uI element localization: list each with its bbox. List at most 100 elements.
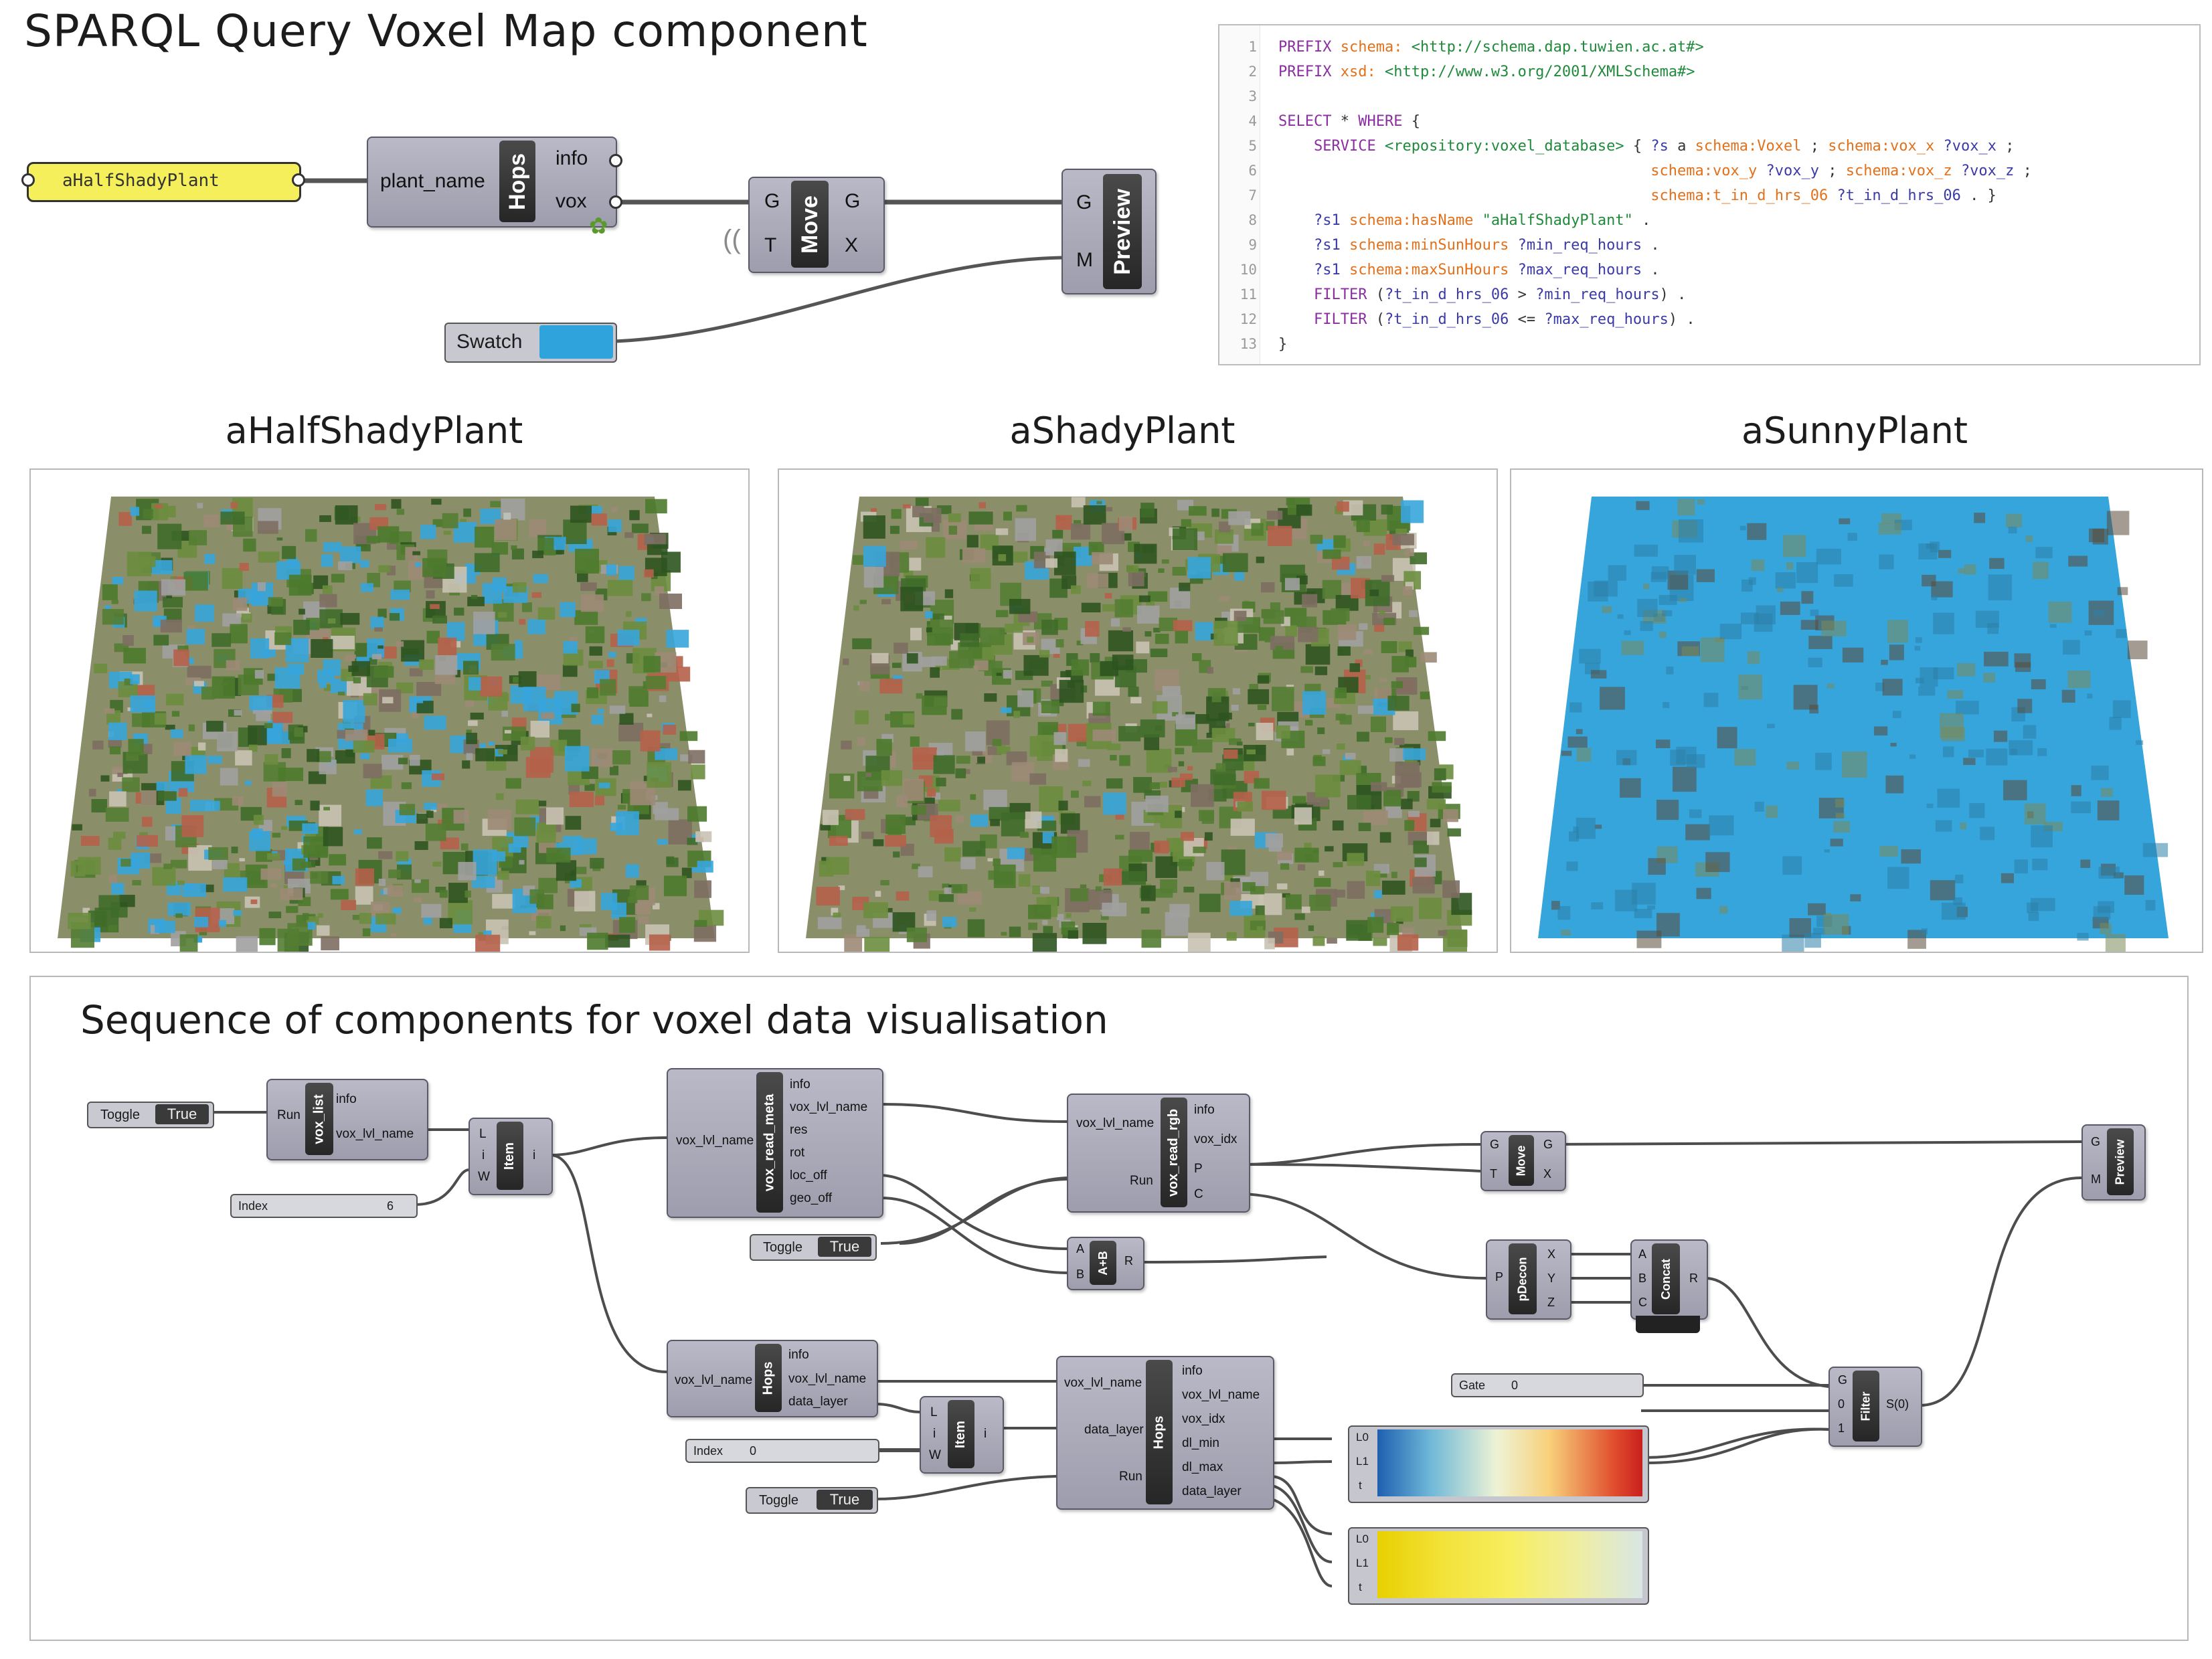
voxel-cluster — [951, 883, 968, 893]
voxel-cluster — [1005, 623, 1023, 633]
toggle-3[interactable]: Toggle True — [746, 1487, 878, 1514]
voxel-cluster — [628, 686, 647, 703]
voxel-cluster — [177, 645, 189, 652]
voxel-cluster — [1076, 640, 1084, 646]
voxel-cluster — [308, 771, 327, 784]
voxel-cluster — [1776, 587, 1784, 592]
voxel-cluster — [569, 792, 594, 808]
voxel-cluster — [826, 857, 849, 875]
toggle-run[interactable]: Toggle True — [87, 1102, 214, 1128]
voxel-cluster — [853, 555, 863, 565]
voxel-cluster — [1567, 736, 1588, 748]
voxel-cluster — [360, 560, 369, 568]
plant-name-panel[interactable]: aHalfShadyPlant — [27, 162, 301, 202]
pdecon-node[interactable]: P pDecon X Y Z — [1486, 1239, 1571, 1320]
voxel-cluster — [885, 713, 898, 721]
index-value: 6 — [387, 1199, 394, 1213]
voxel-cluster — [426, 590, 435, 599]
voxel-cluster — [606, 564, 617, 576]
addition-node[interactable]: A B A+B R — [1067, 1237, 1144, 1290]
gradient-bar-1[interactable] — [1377, 1429, 1642, 1496]
read-meta-out-name: vox_lvl_name — [790, 1100, 868, 1114]
voxel-cluster — [1106, 778, 1123, 789]
voxel-cluster — [317, 925, 330, 936]
voxel-cluster — [514, 817, 536, 837]
voxel-cluster — [649, 934, 671, 951]
panel-output-port[interactable] — [292, 173, 305, 187]
voxel-cluster — [1325, 846, 1334, 852]
voxel-cluster — [942, 916, 957, 928]
voxel-cluster — [211, 676, 236, 699]
gate-slider[interactable]: Gate 0 — [1451, 1373, 1644, 1397]
voxel-cluster — [659, 593, 683, 610]
line-number: 1 — [1248, 39, 1257, 55]
concat-node[interactable]: A B C Concat R — [1630, 1239, 1708, 1320]
toggle-2[interactable]: Toggle True — [750, 1234, 877, 1261]
move-node-seq[interactable]: G T Move G X — [1480, 1131, 1566, 1191]
voxel-cluster — [987, 858, 993, 862]
item-node-2[interactable]: L i W Item i — [920, 1396, 1004, 1474]
panel-input-port[interactable] — [21, 173, 35, 187]
voxel-cluster — [863, 566, 884, 588]
gradient-bar-2[interactable] — [1377, 1531, 1642, 1598]
voxel-cluster — [1292, 796, 1306, 804]
voxel-cluster — [2127, 640, 2148, 660]
voxel-cluster — [2025, 535, 2033, 542]
preview-node-seq[interactable]: G M Preview — [2081, 1124, 2146, 1201]
voxel-cluster — [1947, 690, 1964, 699]
voxel-cluster — [226, 660, 240, 671]
index-slider-2[interactable]: Index 0 — [685, 1439, 879, 1463]
filter-node[interactable]: G 0 1 Filter S(0) — [1828, 1367, 1922, 1447]
voxel-cluster — [175, 913, 183, 918]
voxel-cluster — [91, 798, 108, 813]
preview-node[interactable]: G M Preview — [1061, 169, 1157, 294]
voxel-cluster — [530, 720, 550, 738]
vox-read-meta-node[interactable]: vox_lvl_name vox_read_meta info vox_lvl_… — [667, 1068, 883, 1218]
gradient-node-2[interactable]: L0 L1 t — [1348, 1527, 1649, 1605]
vox-read-rgb-node[interactable]: vox_lvl_name Run vox_read_rgb info vox_i… — [1067, 1094, 1250, 1213]
voxel-cluster — [311, 638, 333, 658]
voxel-cluster — [488, 741, 495, 746]
hops-node-seq-2[interactable]: vox_lvl_name data_layer Run Hops info vo… — [1056, 1356, 1274, 1510]
hops-node-seq-1[interactable]: vox_lvl_name Hops info vox_lvl_name data… — [667, 1340, 878, 1417]
map-panel-sunny — [1510, 468, 2203, 953]
vox-list-node[interactable]: Run vox_list info vox_lvl_name — [266, 1079, 428, 1160]
voxel-cluster — [1390, 906, 1414, 922]
voxel-cluster — [244, 780, 252, 786]
voxel-cluster — [1405, 582, 1414, 590]
voxel-cluster — [1159, 617, 1178, 632]
voxel-cluster — [224, 863, 240, 879]
voxel-cluster — [889, 525, 900, 534]
voxel-cluster — [608, 519, 622, 533]
voxel-cluster — [2014, 859, 2028, 874]
voxel-cluster — [181, 815, 204, 837]
voxel-cluster — [187, 625, 195, 630]
gradient-node-1[interactable]: L0 L1 t — [1348, 1425, 1649, 1503]
voxel-cluster — [218, 920, 226, 927]
voxel-cluster — [2031, 825, 2053, 848]
voxel-cluster — [1119, 755, 1130, 766]
swatch-node[interactable]: Swatch — [444, 323, 617, 363]
hops-node[interactable]: plant_name Hops info vox — [367, 137, 617, 228]
voxel-cluster — [1655, 739, 1671, 748]
voxel-cluster — [990, 818, 1000, 826]
panel-text: aHalfShadyPlant — [62, 171, 220, 191]
voxel-cluster — [1401, 500, 1424, 523]
hops-port-info[interactable] — [609, 154, 622, 167]
voxel-cluster — [375, 504, 387, 511]
voxel-cluster — [1662, 610, 1673, 616]
voxel-cluster — [2097, 800, 2120, 820]
move-node[interactable]: G T Move G X — [748, 177, 885, 273]
voxel-cluster — [974, 660, 989, 671]
hops-port-vox[interactable] — [609, 195, 622, 209]
voxel-cluster — [1892, 711, 1901, 719]
voxel-cluster — [533, 574, 548, 584]
swatch-color[interactable] — [539, 325, 613, 359]
index-slider-1[interactable]: Index 6 — [230, 1194, 418, 1218]
voxel-cluster — [1264, 634, 1272, 642]
voxel-cluster — [951, 709, 963, 720]
voxel-cluster — [206, 721, 224, 732]
item-node-1[interactable]: L i W Item i — [469, 1118, 553, 1195]
voxel-cluster — [570, 879, 582, 888]
voxel-cluster — [327, 618, 336, 624]
